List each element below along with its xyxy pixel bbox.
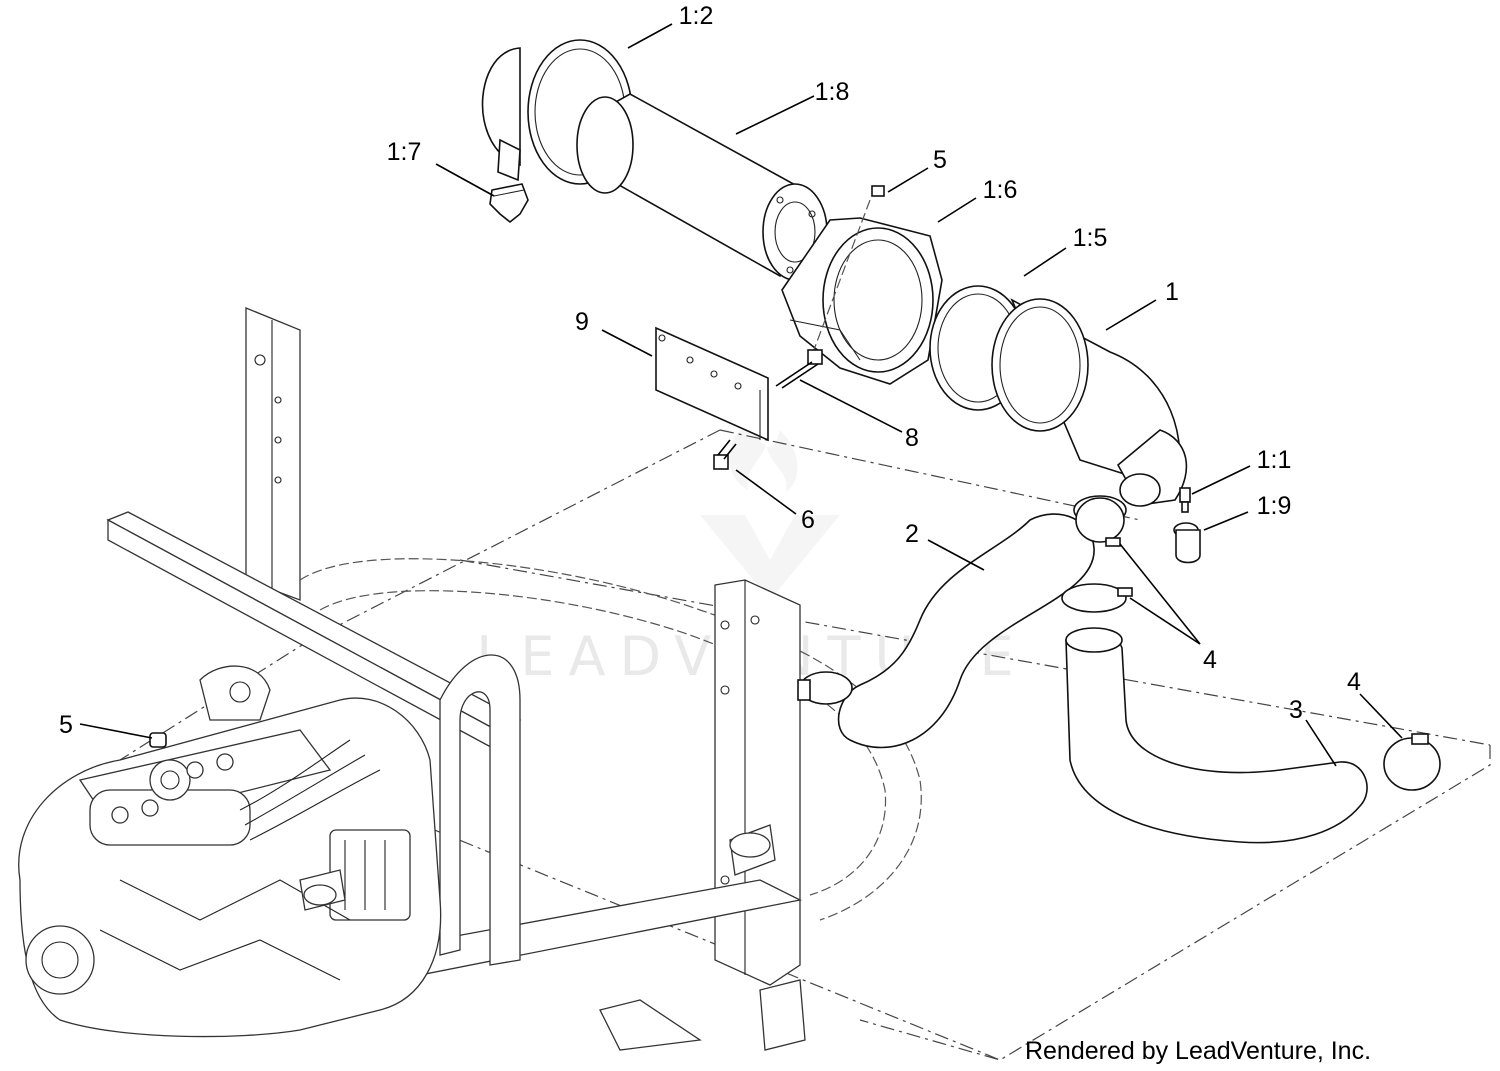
callout-8: 8 [905,424,919,452]
engine-assembly [18,665,442,1038]
machine-frame [106,307,1491,1061]
hose-lower [1065,627,1368,844]
callout-2: 2 [905,520,919,548]
dust-cap [1173,522,1201,564]
vacuator-valve [489,183,529,224]
render-credit: Rendered by LeadVenture, Inc. [1025,1037,1371,1065]
hose-clamp-middle [1061,583,1133,613]
fitting [1179,487,1191,513]
hose-clamp-right [1383,733,1441,791]
callout-1-9: 1:9 [1257,492,1292,520]
bracket [655,326,769,442]
callout-1: 1 [1165,278,1179,306]
callout-1-6: 1:6 [983,176,1018,204]
callout-4-right: 4 [1347,668,1361,696]
hose-clamp-left [797,671,853,705]
screw [713,439,737,470]
callout-1-2: 1:2 [679,2,714,30]
callout-1-8: 1:8 [815,78,850,106]
leader-lines [79,23,1403,767]
nut [149,732,167,748]
primary-filter [576,93,828,281]
callout-1-1: 1:1 [1257,446,1292,474]
mounting-band [781,185,943,385]
callout-9: 9 [575,308,589,336]
callout-5-top: 5 [933,146,947,174]
callout-5-left: 5 [59,711,73,739]
callout-1-7: 1:7 [387,138,422,166]
callout-labels: 1:2 1:8 1:7 5 1:6 1:5 1 9 8 1:1 1:9 6 2 … [59,2,1361,739]
bolt [775,349,823,389]
callout-3: 3 [1289,696,1303,724]
callout-1-5: 1:5 [1073,224,1108,252]
callout-6: 6 [801,506,815,534]
air-cleaner-body [991,298,1188,507]
hose-clamp-upper [1075,497,1125,547]
callout-4-mid: 4 [1203,646,1217,674]
